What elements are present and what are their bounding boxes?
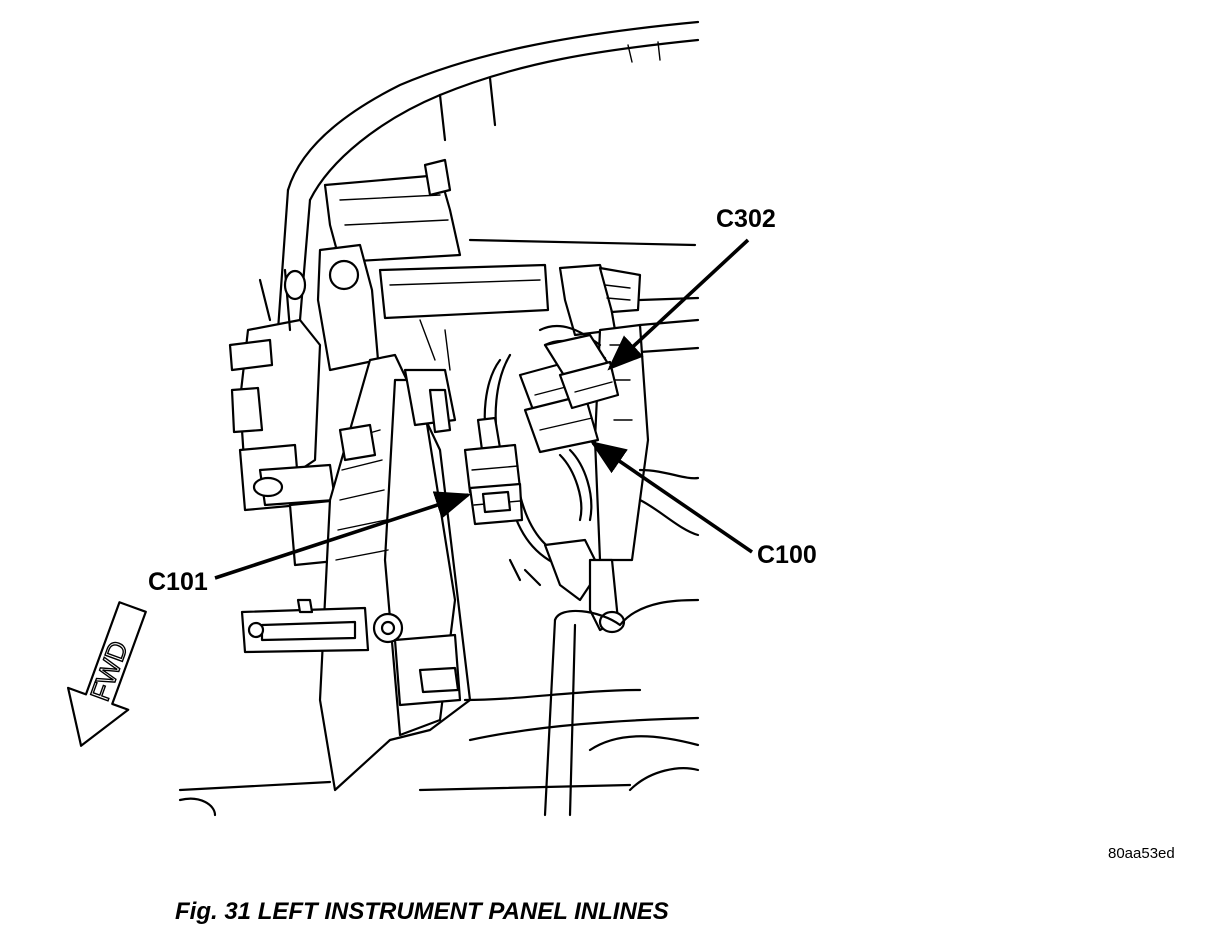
fwd-direction-arrow: FWD (66, 601, 147, 747)
leader-c100 (590, 440, 754, 554)
lower-bracket (240, 598, 370, 654)
callout-c100: C100 (757, 541, 817, 569)
floor-lines (178, 468, 700, 817)
callout-c302: C302 (716, 205, 776, 233)
upper-bracket (323, 158, 642, 337)
leader-c302 (607, 238, 750, 371)
reference-code: 80aa53ed (1108, 845, 1175, 862)
fwd-label: FWD (85, 637, 134, 705)
leader-c101 (214, 491, 472, 580)
dash-top-lines (468, 238, 700, 354)
figure-caption: Fig. 31 LEFT INSTRUMENT PANEL INLINES (175, 898, 669, 925)
connector-c302 (543, 333, 620, 410)
steering-column-support (318, 319, 472, 792)
fwd-arrow-icon (66, 601, 147, 747)
callout-c101: C101 (148, 568, 208, 596)
a-pillar-frame (276, 20, 700, 332)
leader-lines (214, 238, 754, 580)
left-side-panel (228, 243, 380, 567)
connector-c101 (463, 416, 524, 526)
